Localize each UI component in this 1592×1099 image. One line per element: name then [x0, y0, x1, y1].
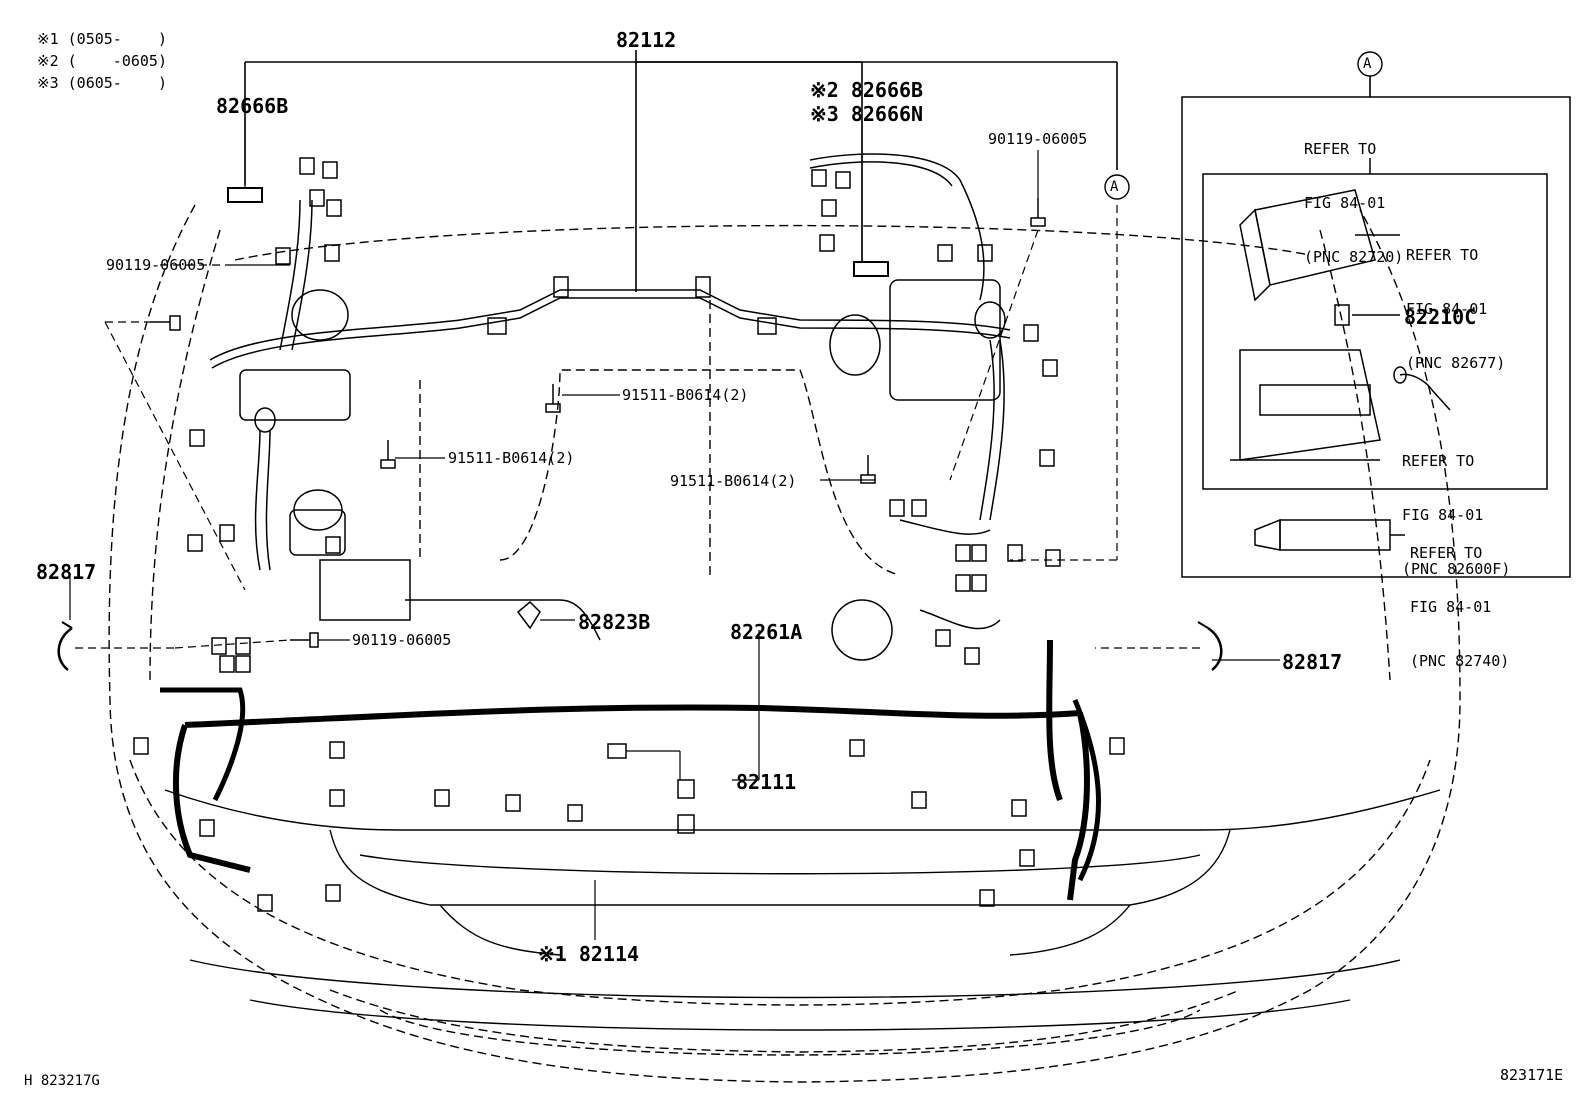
refer-line[interactable]: (PNC 82720) [1304, 248, 1404, 266]
legend-line-2: ※2 ( -0605) [37, 52, 167, 70]
front-bumper [164, 789, 1441, 1031]
part-label-90119-lower[interactable]: 90119-06005 [352, 631, 452, 649]
refer-note-82740: REFER TO FIG 84-01 (PNC 82740) [1410, 508, 1509, 688]
refer-line[interactable]: (PNC 82677) [1406, 354, 1506, 372]
callout-letter-box: A [1363, 56, 1372, 72]
part-label-91511-b[interactable]: 91511-B0614(2) [448, 449, 575, 467]
refer-line: FIG 84-01 [1410, 598, 1492, 616]
leader-82112 [244, 50, 1118, 292]
refer-line: FIG 84-01 [1304, 194, 1386, 212]
part-label-90119-right-top[interactable]: 90119-06005 [988, 130, 1088, 148]
legend-line-3: ※3 (0605- ) [37, 74, 167, 92]
part-label-90119-left-top[interactable]: 90119-06005 [106, 256, 206, 274]
label-leaders [69, 118, 1280, 940]
refer-note-82720: REFER TO FIG 84-01 (PNC 82720) [1304, 104, 1403, 284]
part-label-91511-c[interactable]: 91511-B0614(2) [670, 472, 797, 490]
part-label-91511-a[interactable]: 91511-B0614(2) [622, 386, 749, 404]
refer-line[interactable]: (PNC 82600F) [1402, 560, 1511, 578]
refer-line: REFER TO [1406, 246, 1479, 264]
refer-line: FIG 84-01 [1402, 506, 1484, 524]
part-label-82817-left[interactable]: 82817 [36, 560, 97, 584]
part-label-82111[interactable]: 82111 [736, 770, 797, 794]
part-label-82112[interactable]: 82112 [616, 28, 677, 52]
refer-line: REFER TO [1402, 452, 1475, 470]
engine-harness [57, 153, 1223, 912]
callout-letter-main: A [1110, 179, 1119, 195]
main-harness-82111 [160, 639, 1101, 901]
refer-line: REFER TO [1304, 140, 1377, 158]
part-label-82666b-right[interactable]: ※2 82666B [810, 78, 924, 102]
part-label-82261a[interactable]: 82261A [730, 620, 803, 644]
part-label-82114[interactable]: ※1 82114 [538, 942, 640, 966]
refer-line[interactable]: (PNC 82740) [1410, 652, 1510, 670]
refer-line: REFER TO [1410, 544, 1483, 562]
refer-box-frame [1181, 96, 1571, 578]
refer-note-82677: REFER TO FIG 84-01 (PNC 82677) [1406, 210, 1505, 390]
leader-lines [75, 205, 1200, 649]
refer-line: FIG 84-01 [1406, 300, 1488, 318]
car-body-outline [108, 204, 1461, 1083]
legend-line-1: ※1 (0505- ) [37, 30, 167, 48]
refer-note-82600f: REFER TO FIG 84-01 (PNC 82600F) [1402, 416, 1510, 596]
callout-circles [1104, 51, 1383, 200]
part-label-82817-right[interactable]: 82817 [1282, 650, 1343, 674]
part-label-82666n[interactable]: ※3 82666N [810, 102, 924, 126]
part-label-82666b-left[interactable]: 82666B [216, 94, 289, 118]
footer-right-code: 823171E [1500, 1066, 1564, 1084]
footer-left-code: H 823217G [24, 1073, 100, 1089]
part-label-82210c[interactable]: 82210C [1404, 305, 1477, 329]
part-label-82823b[interactable]: 82823B [578, 610, 651, 634]
